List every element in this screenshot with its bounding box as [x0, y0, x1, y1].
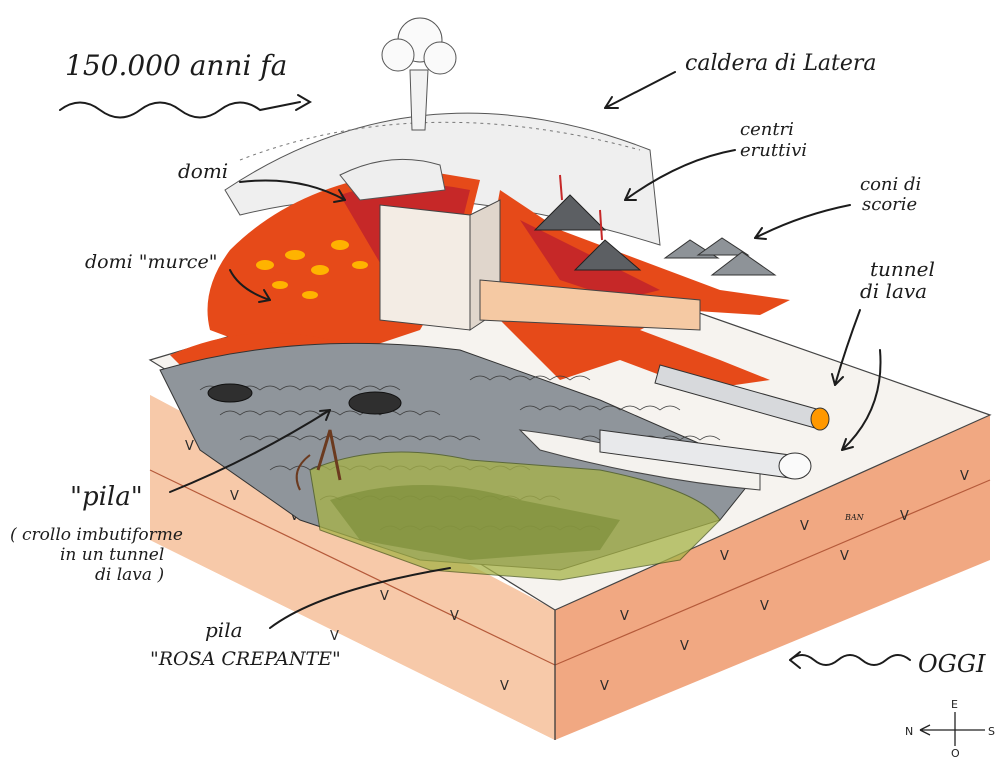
svg-text:V: V	[600, 679, 609, 694]
label-coni-2: scorie	[862, 194, 917, 215]
compass-north: N	[905, 725, 913, 738]
svg-text:V: V	[840, 549, 849, 564]
label-pila2-1: pila	[205, 618, 243, 642]
label-tunnel-2: di lava	[860, 279, 927, 303]
label-crollo-1: ( crollo imbutiforme	[10, 525, 183, 545]
svg-text:V: V	[185, 439, 194, 454]
label-pila2-2: "ROSA CREPANTE"	[150, 648, 341, 670]
label-time-present: OGGI	[918, 650, 986, 678]
svg-text:V: V	[330, 629, 339, 644]
svg-text:V: V	[680, 639, 689, 654]
label-tunnel-1: tunnel	[870, 257, 935, 281]
present-wave-arrow	[790, 655, 910, 665]
svg-text:V: V	[380, 589, 389, 604]
compass-west: O	[951, 747, 960, 759]
label-coni-1: coni di	[860, 174, 921, 195]
svg-text:V: V	[960, 469, 969, 484]
label-centri-2: eruttivi	[740, 140, 807, 161]
label-time-past: 150.000 anni fa	[65, 49, 287, 82]
caldera-arrow	[605, 72, 675, 108]
svg-text:V: V	[620, 609, 629, 624]
eruption-cloud	[382, 18, 456, 130]
svg-text:V: V	[900, 509, 909, 524]
label-crollo-2: in un tunnel	[60, 545, 164, 565]
compass-east: E	[951, 698, 958, 711]
past-wave-arrow	[60, 102, 300, 118]
svg-text:V: V	[720, 549, 729, 564]
label-domi: domi	[178, 159, 228, 183]
label-crollo-3: di lava )	[95, 565, 164, 585]
label-centri-1: centri	[740, 119, 794, 140]
compass-south: S	[988, 725, 995, 738]
label-caldera: caldera di Latera	[685, 51, 877, 76]
svg-text:V: V	[230, 489, 239, 504]
label-signature: BAN	[844, 513, 865, 522]
svg-text:V: V	[760, 599, 769, 614]
svg-text:V: V	[800, 519, 809, 534]
compass-rose: N E S O	[905, 698, 995, 759]
label-domi-murce: domi "murce"	[85, 251, 217, 273]
svg-text:V: V	[450, 609, 459, 624]
svg-text:V: V	[500, 679, 509, 694]
label-pila: "pila"	[70, 482, 143, 512]
scoria-cones	[665, 238, 775, 275]
coni-arrow	[755, 205, 850, 238]
